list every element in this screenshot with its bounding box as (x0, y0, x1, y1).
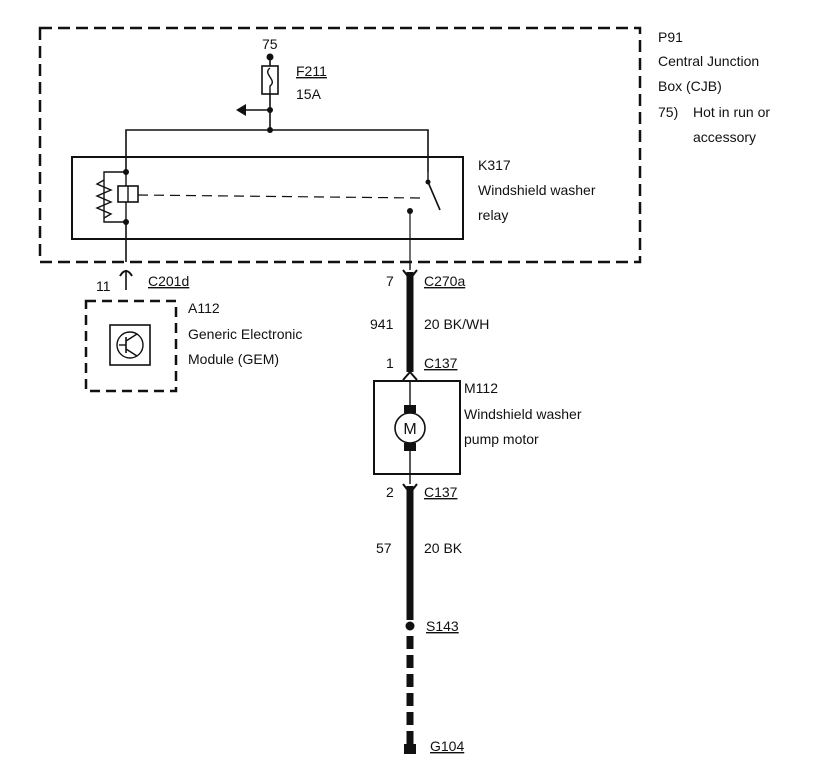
motor-m112 (373, 380, 461, 475)
relay-ref: K317 (478, 157, 511, 173)
wire-top-connector: C270a (424, 273, 465, 289)
relay-linkage (137, 194, 421, 199)
relay-name-line1: Windshield washer (478, 182, 596, 198)
cjb-note-line2: accessory (693, 129, 756, 145)
motor-ref: M112 (464, 380, 498, 396)
cjb-note-num: 75) (658, 104, 678, 120)
ground-g104 (404, 744, 416, 754)
cjb-name-line2: Box (CJB) (658, 78, 722, 94)
wire-top-gauge-color: 20 BK/WH (424, 316, 489, 332)
fuse-f211 (261, 53, 279, 130)
fuse-ref: F211 (296, 63, 327, 79)
connector-c137-top (402, 370, 418, 381)
motor-connector-top: C137 (424, 355, 458, 371)
wire-top-circuit: 941 (370, 316, 394, 332)
wire-bottom-circuit: 57 (376, 540, 392, 556)
splice-ref: S143 (426, 618, 459, 634)
cjb-note-line1: Hot in run or (693, 104, 770, 120)
fuse-rating: 15A (296, 86, 322, 102)
ground-ref: G104 (430, 738, 464, 754)
relay-switch (407, 172, 441, 262)
gem-name-line2: Module (GEM) (188, 351, 279, 367)
motor-name-line1: Windshield washer (464, 406, 582, 422)
branch-arrow (236, 104, 273, 116)
gem-connector: C201d (148, 273, 189, 289)
splice-s143 (405, 621, 415, 631)
cjb-ref: P91 (658, 29, 683, 45)
connector-c201d (119, 270, 133, 290)
fuse-feed-label: 75 (262, 36, 278, 52)
relay-coil (95, 169, 139, 262)
motor-symbol: M (403, 421, 416, 438)
relay-name-line2: relay (478, 207, 508, 223)
motor-name-line2: pump motor (464, 431, 539, 447)
wire-top-pin: 7 (386, 273, 394, 289)
motor-pin-top: 1 (386, 355, 394, 371)
cjb-name-line1: Central Junction (658, 53, 759, 69)
gem-module-box (84, 299, 178, 393)
cjb-boundary (38, 26, 642, 264)
relay-k317-box (71, 156, 464, 240)
transistor-icon (109, 324, 151, 366)
wire-bottom-gauge-color: 20 BK (424, 540, 463, 556)
gem-pin: 11 (96, 278, 111, 294)
motor-connector-bottom: C137 (424, 484, 458, 500)
gem-ref: A112 (188, 300, 220, 316)
motor-pin-bottom: 2 (386, 484, 394, 500)
gem-name-line1: Generic Electronic (188, 326, 302, 342)
